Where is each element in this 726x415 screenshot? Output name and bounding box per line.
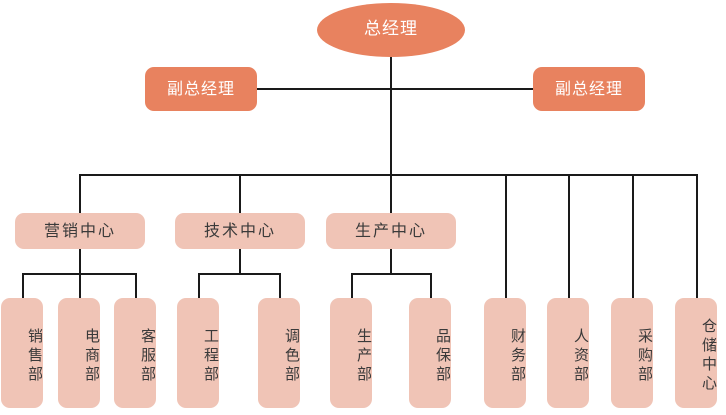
node-deputy-manager-right[interactable]: 副总经理 bbox=[533, 67, 645, 111]
connector-stem-technology bbox=[239, 248, 241, 274]
connector-drop-customer-service bbox=[135, 273, 137, 298]
connector-drop-dept-warehouse bbox=[696, 174, 698, 298]
connector-stem-marketing bbox=[79, 248, 81, 274]
connector-drop-sales bbox=[22, 273, 24, 298]
node-deputy-manager-left[interactable]: 副总经理 bbox=[145, 67, 257, 111]
connector-drop-quality bbox=[430, 273, 432, 298]
node-center-marketing[interactable]: 营销中心 bbox=[15, 213, 145, 249]
node-center-production[interactable]: 生产中心 bbox=[326, 213, 456, 249]
node-dept-human-resources[interactable]: 人资部 bbox=[547, 298, 590, 408]
node-dept-engineering[interactable]: 工程部 bbox=[177, 298, 220, 408]
connector-drop-production-dept bbox=[351, 273, 353, 298]
node-dept-ecommerce[interactable]: 电商部 bbox=[58, 298, 101, 408]
connector-root-trunk bbox=[390, 56, 392, 175]
node-dept-customer-service[interactable]: 客服部 bbox=[114, 298, 157, 408]
node-general-manager[interactable]: 总经理 bbox=[317, 3, 465, 57]
node-dept-production[interactable]: 生产部 bbox=[330, 298, 373, 408]
connector-drop-color bbox=[279, 273, 281, 298]
node-dept-color-mixing[interactable]: 调色部 bbox=[258, 298, 301, 408]
connector-drop-center-3 bbox=[390, 174, 392, 213]
connector-drop-ecommerce bbox=[79, 273, 81, 298]
connector-drop-center-2 bbox=[239, 174, 241, 213]
connector-drop-dept-finance bbox=[505, 174, 507, 298]
connector-stem-production bbox=[390, 248, 392, 274]
connector-main-bus bbox=[79, 174, 697, 176]
node-dept-warehouse-center[interactable]: 仓储中心 bbox=[675, 298, 718, 408]
connector-drop-center-1 bbox=[79, 174, 81, 213]
connector-drop-engineering bbox=[198, 273, 200, 298]
node-dept-quality-assurance[interactable]: 品保部 bbox=[409, 298, 452, 408]
node-dept-sales[interactable]: 销售部 bbox=[1, 298, 44, 408]
connector-drop-dept-hr bbox=[568, 174, 570, 298]
node-dept-purchasing[interactable]: 采购部 bbox=[611, 298, 654, 408]
connector-bus-production bbox=[351, 273, 431, 275]
node-center-technology[interactable]: 技术中心 bbox=[175, 213, 305, 249]
node-dept-finance[interactable]: 财务部 bbox=[484, 298, 527, 408]
connector-bus-technology bbox=[198, 273, 280, 275]
connector-deputy-bar bbox=[257, 88, 533, 90]
connector-drop-dept-purchasing bbox=[632, 174, 634, 298]
